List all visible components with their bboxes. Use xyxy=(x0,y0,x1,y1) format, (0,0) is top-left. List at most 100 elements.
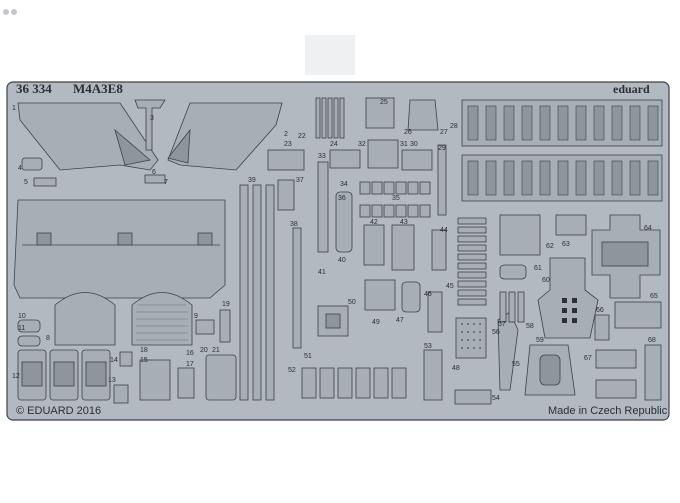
part-52-row xyxy=(301,367,407,399)
part-30 xyxy=(401,149,433,171)
part-number-label: 50 xyxy=(348,299,356,306)
part-13 xyxy=(113,384,129,404)
part-number-label: 4 xyxy=(18,165,22,172)
part-number-label: 1 xyxy=(12,105,16,112)
part-number-label: 12 xyxy=(12,373,20,380)
part-33 xyxy=(317,161,329,253)
part-number-label: 5 xyxy=(24,179,28,186)
part-number-label: 22 xyxy=(298,133,306,140)
part-53 xyxy=(423,349,443,401)
part-29 xyxy=(437,144,447,216)
part-68 xyxy=(644,344,662,401)
part-61 xyxy=(499,264,527,280)
copyright-text: © EDUARD 2016 xyxy=(16,405,101,417)
origin-text: Made in Czech Republic xyxy=(548,405,668,417)
part-number-label: 48 xyxy=(452,365,460,372)
mesh-pattern xyxy=(136,304,188,341)
part-number-label: 49 xyxy=(372,319,380,326)
part-15 xyxy=(139,359,171,401)
part-number-label: 18 xyxy=(140,347,148,354)
part-58-strips xyxy=(499,291,525,323)
part-number-label: 57 xyxy=(498,321,506,328)
part-number-label: 67 xyxy=(584,355,592,362)
part-number-label: 17 xyxy=(186,361,194,368)
part-number-label: 14 xyxy=(110,357,118,364)
part-number-label: 21 xyxy=(212,347,220,354)
part-number-label: 41 xyxy=(318,269,326,276)
part-number-label: 19 xyxy=(222,301,230,308)
model-name: M4A3E8 xyxy=(73,81,123,96)
part-43 xyxy=(391,224,415,271)
part-number-label: 10 xyxy=(18,313,26,320)
part-number-label: 35 xyxy=(392,195,400,202)
part-number-label: 13 xyxy=(108,377,116,384)
part-number-label: 63 xyxy=(562,241,570,248)
part-45-stack xyxy=(457,217,487,306)
part-11 xyxy=(17,335,41,347)
part-59-inner xyxy=(539,354,561,386)
part-3 xyxy=(134,99,166,151)
part-number-label: 29 xyxy=(438,145,446,152)
part-60 xyxy=(537,257,599,339)
ghost-mark xyxy=(305,35,355,75)
part-number-label: 7 xyxy=(164,179,168,186)
part-number-label: 36 xyxy=(338,195,346,202)
fender-detail xyxy=(114,128,151,166)
part-17 xyxy=(177,367,195,399)
part-number-label: 46 xyxy=(424,291,432,298)
part-number-label: 54 xyxy=(492,395,500,402)
part-number-label: 58 xyxy=(526,323,534,330)
part-number-label: 24 xyxy=(330,141,338,148)
part-number-label: 64 xyxy=(644,225,652,232)
part-number-label: 3 xyxy=(150,115,154,122)
part-10 xyxy=(17,319,41,333)
part-number-label: 39 xyxy=(248,177,256,184)
part-14 xyxy=(119,351,133,367)
deck-bracket xyxy=(197,232,213,246)
part-number-label: 9 xyxy=(194,313,198,320)
part-number-label: 27 xyxy=(440,129,448,136)
product-code: 36 334 xyxy=(16,81,52,96)
part-number-label: 55 xyxy=(512,361,520,368)
part-46 xyxy=(427,291,443,333)
part-number-label: 61 xyxy=(534,265,542,272)
part-23 xyxy=(267,149,305,171)
part-number-label: 2 xyxy=(284,131,288,138)
part-36 xyxy=(335,191,353,253)
part-24 xyxy=(329,149,361,169)
part-number-label: 53 xyxy=(424,343,432,350)
part-number-label: 16 xyxy=(186,350,194,357)
part-number-label: 66 xyxy=(596,307,604,314)
part-number-label: 43 xyxy=(400,219,408,226)
grate-dots xyxy=(461,323,481,349)
part-number-label: 28 xyxy=(450,123,458,130)
part-number-label: 56 xyxy=(492,329,500,336)
brand-logo: eduard xyxy=(613,82,650,96)
part-48 xyxy=(364,279,396,311)
part-21 xyxy=(205,354,237,401)
part-number-label: 62 xyxy=(546,243,554,250)
part-number-label: 51 xyxy=(304,353,312,360)
part-number-label: 65 xyxy=(650,293,658,300)
part-60-holes xyxy=(562,298,577,323)
part-number-label: 31 xyxy=(400,141,408,148)
part-64-inner xyxy=(601,241,649,267)
part-20 xyxy=(195,319,215,335)
part-number-label: 15 xyxy=(140,357,148,364)
part-22-strips xyxy=(315,97,345,139)
corner-marks xyxy=(3,9,17,15)
part-number-label: 6 xyxy=(152,169,156,176)
part-55 xyxy=(497,311,519,391)
part-7-arch xyxy=(54,292,116,346)
part-number-label: 34 xyxy=(340,181,348,188)
part-number-label: 40 xyxy=(338,257,346,264)
part-number-label: 59 xyxy=(536,337,544,344)
part-38 xyxy=(292,227,302,349)
part-number-label: 44 xyxy=(440,227,448,234)
part-35-row xyxy=(359,181,431,218)
part-number-label: 38 xyxy=(290,221,298,228)
part-67-set xyxy=(595,349,637,399)
part-number-label: 23 xyxy=(284,141,292,148)
